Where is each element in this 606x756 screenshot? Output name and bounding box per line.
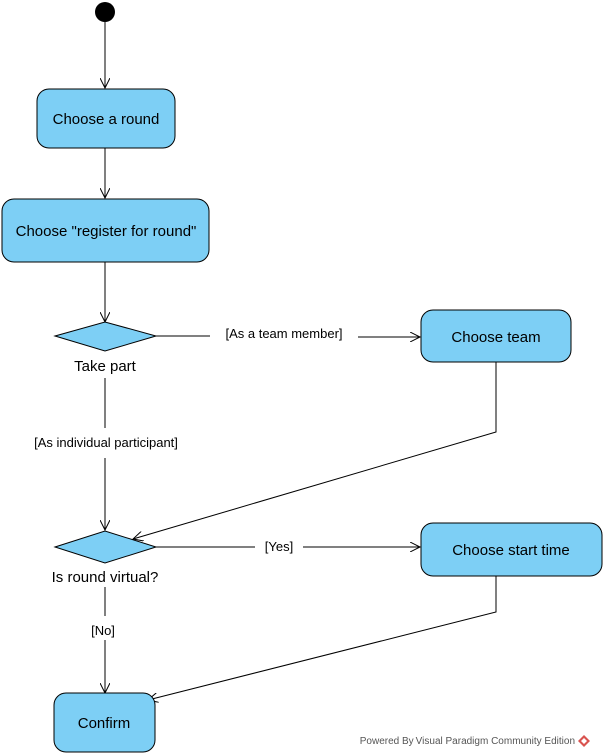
watermark-text: Powered By Visual Paradigm Community Edi… [359,735,575,747]
decision-is-virtual-label: Is round virtual? [52,569,159,586]
flow-choose-team-to-is-virtual [133,362,497,539]
guard-no: [No] [91,623,115,638]
visual-paradigm-logo-icon [578,735,590,747]
action-register: Choose "register for round" [1,198,210,263]
guard-yes: [Yes] [265,539,293,554]
decision-take-part-label: Take part [74,358,137,375]
decision-is-virtual: Is round virtual? [52,530,159,586]
action-confirm-label: Confirm [78,715,131,732]
guard-team-member: [As a team member] [225,326,342,341]
decision-take-part: Take part [53,321,158,375]
guard-individual: [As individual participant] [34,435,178,450]
initial-node [95,2,115,22]
action-confirm: Confirm [53,692,156,753]
action-choose-round-label: Choose a round [53,111,160,128]
action-choose-round: Choose a round [36,88,176,149]
watermark: Powered By Visual Paradigm Community Edi… [360,735,590,747]
action-choose-start-time-label: Choose start time [452,542,570,559]
action-choose-team: Choose team [420,309,572,363]
action-register-label: Choose "register for round" [16,223,197,240]
control-flows [105,22,497,700]
flow-take-part-to-choose-team [156,336,420,337]
action-choose-team-label: Choose team [451,329,540,346]
flow-choose-start-time-to-confirm [148,576,497,700]
action-choose-start-time: Choose start time [420,522,603,577]
